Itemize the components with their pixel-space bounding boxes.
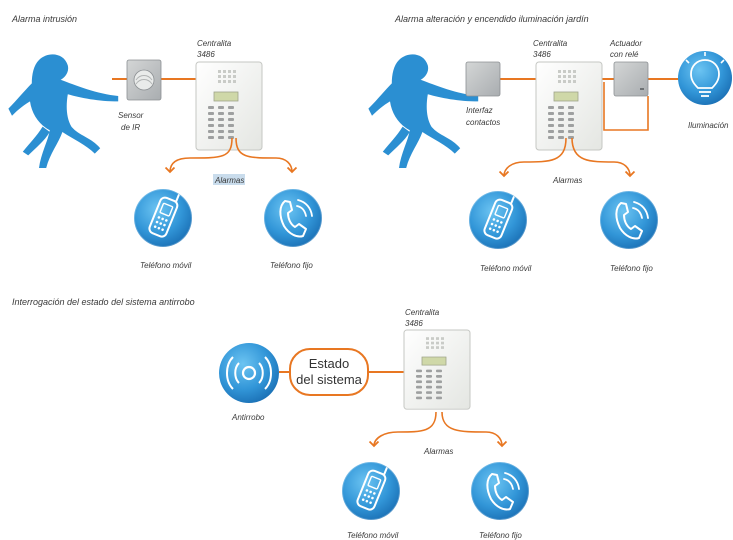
mobile-phone-icon xyxy=(341,461,401,521)
mobile-phone-icon xyxy=(468,190,528,250)
section-intrusion: Alarma intrusión Sensor de IR Centralita… xyxy=(8,14,323,270)
control-panel xyxy=(535,61,603,151)
antitheft-signal-icon xyxy=(219,343,279,403)
state-line-2: del sistema xyxy=(296,372,363,387)
relay-actuator-icon xyxy=(613,61,649,97)
ir-sensor-icon xyxy=(126,59,162,101)
panel-label-1: Centralita xyxy=(197,39,232,48)
landline-phone-icon xyxy=(263,188,323,248)
interface-label-2: contactos xyxy=(466,118,500,127)
alarm-arrow-landline xyxy=(235,137,298,174)
intruder-figure-icon xyxy=(368,54,479,168)
alarms-label: Alarmas xyxy=(423,447,453,456)
light-bulb-icon xyxy=(678,51,732,105)
alarm-arrow-landline xyxy=(571,137,636,178)
alarm-arrow-mobile xyxy=(498,137,567,178)
section-title-garden: Alarma alteración y encendido iluminació… xyxy=(394,14,589,24)
antitheft-label: Antirrobo xyxy=(231,413,265,422)
landline-phone-icon xyxy=(599,190,659,250)
interface-label-1: Interfaz xyxy=(466,106,493,115)
intruder-figure-icon xyxy=(8,54,119,168)
section-title-intrusion: Alarma intrusión xyxy=(11,14,77,24)
lighting-label: Iluminación xyxy=(688,121,729,130)
system-state-bubble xyxy=(289,348,369,396)
panel-label-2: 3486 xyxy=(405,319,423,328)
control-panel xyxy=(403,329,471,410)
alarms-highlight xyxy=(213,174,245,185)
mobile-label: Teléfono móvil xyxy=(347,531,399,540)
mobile-phone-icon xyxy=(133,188,193,248)
alarm-arrow-mobile xyxy=(368,411,437,448)
alarms-label: Alarmas xyxy=(552,176,582,185)
alarm-arrow-landline xyxy=(441,411,508,448)
panel-label-1: Centralita xyxy=(405,308,440,317)
section-title-query: Interrogación del estado del sistema ant… xyxy=(12,297,195,307)
state-line-1: Estado xyxy=(309,356,349,371)
landline-label: Teléfono fijo xyxy=(270,261,313,270)
landline-label: Teléfono fijo xyxy=(610,264,653,273)
actuator-label-1: Actuador xyxy=(609,39,642,48)
mobile-label: Teléfono móvil xyxy=(480,264,532,273)
alarms-label: Alarmas xyxy=(214,176,244,185)
landline-label: Teléfono fijo xyxy=(479,531,522,540)
actuator-label-2: con relé xyxy=(610,50,639,59)
landline-phone-icon xyxy=(470,461,530,521)
link-actuator-panel xyxy=(603,82,649,131)
panel-label-2: 3486 xyxy=(197,50,215,59)
sensor-label-2: de IR xyxy=(121,123,140,132)
sensor-label-1: Sensor xyxy=(118,111,144,120)
section-query: Interrogación del estado del sistema ant… xyxy=(12,297,530,540)
alarm-arrow-mobile xyxy=(164,137,233,174)
section-garden: Alarma alteración y encendido iluminació… xyxy=(368,14,732,273)
panel-label-2: 3486 xyxy=(533,50,551,59)
mobile-label: Teléfono móvil xyxy=(140,261,192,270)
panel-label-1: Centralita xyxy=(533,39,568,48)
control-panel xyxy=(195,61,263,151)
contact-interface-icon xyxy=(465,61,501,97)
